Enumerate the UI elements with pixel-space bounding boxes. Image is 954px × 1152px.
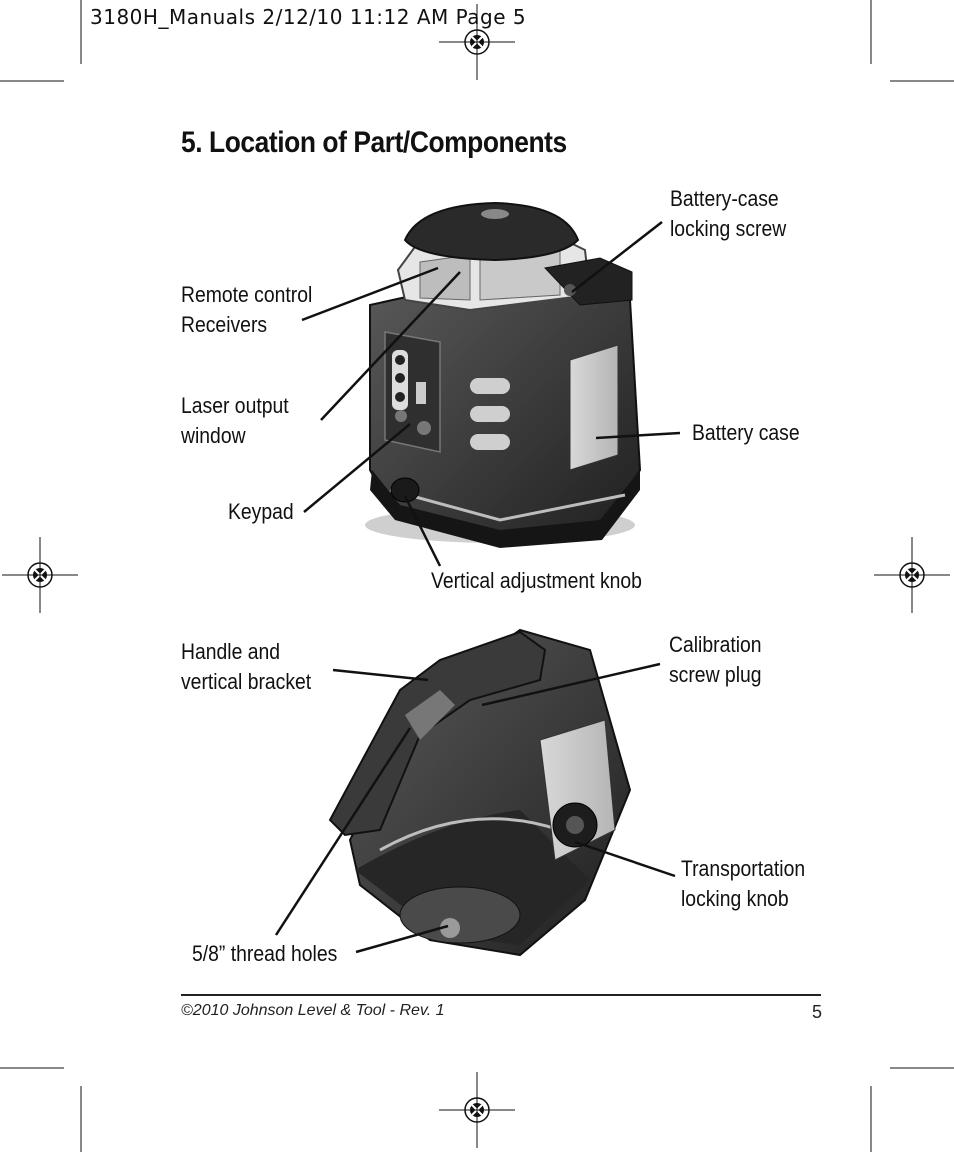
label-vertical-adjustment-knob: Vertical adjustment knob [431, 568, 642, 593]
label-remote-control-receivers: Remote control Receivers [181, 280, 312, 340]
print-slug: 3180H_Manuals 2/12/10 11:12 AM Page 5 [90, 5, 527, 29]
registration-mark-icon [438, 3, 516, 81]
page-title: 5. Location of Part/Components [181, 126, 567, 159]
laser-level-bottom-illustration [328, 628, 632, 957]
page-number: 5 [812, 1002, 823, 1022]
laser-level-front-illustration [365, 201, 642, 548]
label-battery-case: Battery case [692, 420, 800, 445]
label-line: Transportation [681, 856, 806, 881]
label-line: Handle and [181, 639, 281, 664]
label-line: Receivers [181, 312, 268, 337]
label-keypad: Keypad [228, 499, 294, 524]
label-laser-output-window: Laser output window [181, 391, 289, 451]
label-line: Laser output [181, 393, 289, 418]
label-line: screw plug [669, 662, 762, 687]
registration-mark-icon [438, 1071, 516, 1149]
label-line: Remote control [181, 282, 313, 307]
footer-copyright: ©2010 Johnson Level & Tool - Rev. 1 [181, 1002, 445, 1019]
registration-mark-icon [873, 536, 951, 614]
label-line: locking screw [670, 216, 787, 241]
label-line: locking knob [681, 886, 789, 911]
leader-lines-top [301, 221, 681, 567]
label-battery-case-screw: Battery-case locking screw [670, 184, 786, 244]
registration-mark-icon [1, 536, 79, 614]
label-line: vertical bracket [181, 669, 312, 694]
footer-rule [181, 994, 821, 996]
label-calibration-screw-plug: Calibration screw plug [669, 630, 762, 690]
label-thread-holes: 5/8” thread holes [192, 941, 338, 966]
label-line: Calibration [669, 632, 762, 657]
label-transportation-locking-knob: Transportation locking knob [681, 854, 805, 914]
label-line: window [181, 423, 246, 448]
label-handle-vertical-bracket: Handle and vertical bracket [181, 637, 311, 697]
leader-lines-bottom [274, 662, 676, 954]
label-line: Battery-case [670, 186, 779, 211]
